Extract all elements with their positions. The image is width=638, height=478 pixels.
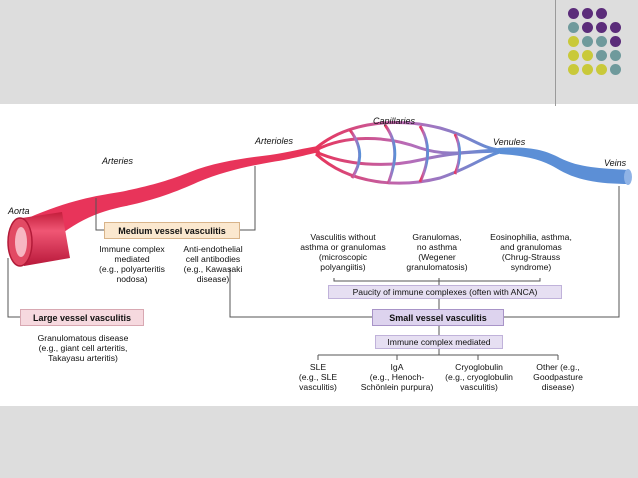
text-line: cell antibodies xyxy=(185,254,241,264)
text-line: Eosinophilia, asthma, xyxy=(490,232,572,242)
decor-dot xyxy=(568,50,579,61)
text-line: (e.g., cryoglobulin xyxy=(445,372,513,382)
text-line: Goodpasture xyxy=(533,372,583,382)
decor-dot xyxy=(596,64,607,75)
capillaries-label: Capillaries xyxy=(373,116,416,126)
text-line: vasculitis) xyxy=(460,382,498,392)
artery-tube xyxy=(28,146,320,252)
decor-dot xyxy=(582,36,593,47)
medium-vessel-box: Medium vessel vasculitis xyxy=(104,222,240,239)
microscopic-polyangiitis-text: Vasculitis without asthma or granulomas … xyxy=(296,232,390,272)
text-line: Vasculitis without xyxy=(310,232,376,242)
aorta-cylinder xyxy=(22,212,70,266)
cryoglobulin-text: Cryoglobulin (e.g., cryoglobulin vasculi… xyxy=(436,362,522,392)
text-line: Cryoglobulin xyxy=(455,362,503,372)
aorta-label: Aorta xyxy=(8,206,30,216)
text-line: Immune complex xyxy=(99,244,165,254)
text-line: mediated xyxy=(114,254,150,264)
sle-text: SLE (e.g., SLE vasculitis) xyxy=(287,362,349,392)
decor-dot xyxy=(568,64,579,75)
arterioles-label: Arterioles xyxy=(255,136,294,146)
decor-dot xyxy=(596,8,607,19)
decor-dot xyxy=(582,64,593,75)
text-line: no asthma xyxy=(416,242,458,252)
text-line: (e.g., giant cell arteritis, xyxy=(38,343,128,353)
decor-dot xyxy=(610,64,621,75)
decor-dot xyxy=(610,36,621,47)
decor-dot xyxy=(596,50,607,61)
header-divider-line xyxy=(555,0,556,106)
text-line: vasculitis) xyxy=(299,382,337,392)
vein-tube xyxy=(498,147,630,184)
text-line: (e.g., polyarteritis xyxy=(99,264,165,274)
text-line: Other (e.g., xyxy=(536,362,580,372)
decor-dot xyxy=(568,36,579,47)
text-line: disease) xyxy=(541,382,575,392)
decor-dot xyxy=(582,8,593,19)
text-line: Schönlein purpura) xyxy=(360,382,434,392)
text-line: asthma or granulomas xyxy=(300,242,386,252)
paucity-immune-complexes-box: Paucity of immune complexes (often with … xyxy=(328,285,562,299)
small-vessel-box: Small vessel vasculitis xyxy=(372,309,504,326)
text-line: granulomatosis) xyxy=(406,262,468,272)
goodpasture-text: Other (e.g., Goodpasture disease) xyxy=(524,362,592,392)
veins-label: Veins xyxy=(604,158,627,168)
text-line: (microscopic xyxy=(318,252,368,262)
text-line: Takayasu arteritis) xyxy=(48,353,118,363)
venules-label: Venules xyxy=(493,137,526,147)
decor-dot xyxy=(596,22,607,33)
decor-dot xyxy=(582,22,593,33)
medium-immune-complex-text: Immune complex mediated (e.g., polyarter… xyxy=(94,244,170,284)
connector-lines xyxy=(7,166,620,360)
capillary-network xyxy=(314,121,501,185)
decor-dot xyxy=(582,50,593,61)
decor-dot xyxy=(610,50,621,61)
text-line: (e.g., SLE xyxy=(298,372,338,382)
text-line: Granulomatous disease xyxy=(37,333,129,343)
text-line: Anti-endothelial xyxy=(183,244,243,254)
large-vessel-box: Large vessel vasculitis xyxy=(20,309,144,326)
decor-dot xyxy=(568,22,579,33)
text-line: IgA xyxy=(390,362,404,372)
text-line: (Wegener xyxy=(418,252,456,262)
text-line: (e.g., Henoch- xyxy=(369,372,425,382)
text-line: disease) xyxy=(196,274,230,284)
decor-dot xyxy=(596,36,607,47)
churg-strauss-text: Eosinophilia, asthma, and granulomas (Ch… xyxy=(479,232,583,272)
decor-dot xyxy=(568,8,579,19)
text-line: nodosa) xyxy=(116,274,148,284)
text-line: polyangiitis) xyxy=(320,262,366,272)
text-line: and granulomas xyxy=(500,242,562,252)
text-line: (Chrug-Strauss xyxy=(501,252,561,262)
text-line: Granulomas, xyxy=(412,232,462,242)
text-line: syndrome) xyxy=(510,262,552,272)
text-line: SLE xyxy=(309,362,327,372)
text-line: (e.g., Kawasaki xyxy=(183,264,243,274)
arteries-label: Arteries xyxy=(102,156,134,166)
immune-complex-mediated-box: Immune complex mediated xyxy=(375,335,503,349)
decor-dot xyxy=(610,22,621,33)
medium-anti-endothelial-text: Anti-endothelial cell antibodies (e.g., … xyxy=(178,244,248,284)
wegener-granulomatosis-text: Granulomas, no asthma (Wegener granuloma… xyxy=(397,232,477,272)
aorta-lumen xyxy=(15,227,27,257)
vein-opening xyxy=(624,169,632,185)
iga-text: IgA (e.g., Henoch- Schönlein purpura) xyxy=(352,362,442,392)
large-vessel-desc: Granulomatous disease (e.g., giant cell … xyxy=(18,333,148,363)
